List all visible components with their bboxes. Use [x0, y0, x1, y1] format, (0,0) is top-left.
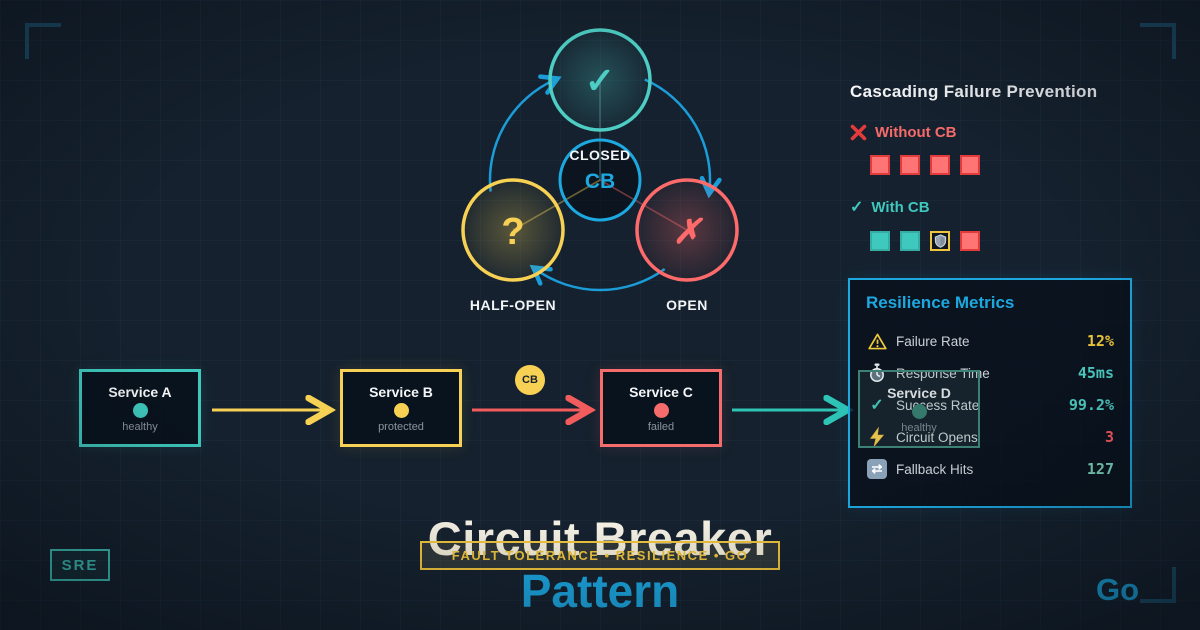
cross-icon [850, 124, 867, 141]
go-logo: Go [1096, 572, 1140, 607]
corner-bracket-top-left [25, 23, 61, 59]
closed-state-label: CLOSED [569, 147, 630, 163]
service-b-box: Service B protected [340, 369, 462, 447]
healthy-service-square [870, 231, 890, 251]
circuit-breaker-state-diagram: ✓ ? ✗ CB CLOSED HALF-OPEN OPEN [461, 28, 739, 313]
main-title-line2: Pattern [520, 565, 680, 617]
title-badge-text: FAULT TOLERANCE • RESILIENCE • GO [451, 548, 749, 563]
metric-value: 3 [1104, 428, 1114, 446]
check-icon: ✓ [850, 199, 864, 216]
metric-value: 45ms [1077, 364, 1114, 382]
open-state-label: OPEN [666, 297, 708, 313]
cb-core-label: CB [585, 170, 615, 193]
title-badge: FAULT TOLERANCE • RESILIENCE • GO [420, 541, 780, 570]
cross-icon: ✗ [673, 213, 704, 251]
without-cb-label: Without CB [875, 124, 957, 141]
service-status: failed [647, 420, 675, 433]
without-cb-row: Without CB [850, 124, 1140, 141]
metric-label: Failure Rate [896, 333, 970, 349]
state-transition-arcs [488, 74, 722, 292]
metric-row: ⇄ Fallback Hits 127 [866, 453, 1114, 485]
service-name: Service C [629, 383, 693, 400]
cb-badge: CB [515, 365, 545, 395]
metric-row: Response Time 45ms [866, 357, 1114, 389]
healthy-service-square [900, 231, 920, 251]
check-icon: ✓ [870, 397, 884, 414]
corner-bracket-bottom-right [1140, 567, 1176, 603]
service-name: Service B [369, 383, 433, 400]
resilience-metrics-panel: Resilience Metrics Failure Rate 12% Resp… [848, 278, 1132, 508]
service-name: Service D [887, 384, 951, 401]
sre-badge: SRE [50, 549, 110, 581]
shield-icon [934, 234, 946, 248]
service-status: healthy [122, 420, 158, 433]
metric-label: Fallback Hits [896, 461, 974, 477]
metric-value: 127 [1086, 460, 1114, 478]
open-state-glow [637, 180, 737, 280]
service-status: healthy [901, 421, 937, 434]
metric-value: 99.2% [1068, 396, 1114, 414]
metric-value: 12% [1086, 332, 1114, 350]
half-open-state-circle [461, 178, 565, 282]
closed-state-circle [548, 28, 652, 132]
service-status: protected [378, 420, 424, 433]
failed-service-square [870, 155, 890, 175]
failed-service-square [900, 155, 920, 175]
half-open-state-glow [463, 180, 563, 280]
status-dot-failed [653, 402, 669, 418]
cb-core-fill [560, 140, 640, 220]
open-state-circle [635, 178, 739, 282]
cascade-title: Cascading Failure Prevention [850, 82, 1098, 101]
closed-state-glow [550, 30, 650, 130]
failed-service-square [930, 155, 950, 175]
service-name: Service A [108, 383, 172, 400]
service-d-box: Service D healthy [858, 370, 980, 448]
metric-row: Failure Rate 12% [866, 325, 1114, 357]
without-cb-squares [870, 155, 1140, 175]
failed-service-square [960, 231, 980, 251]
status-dot-healthy [132, 402, 148, 418]
metrics-title: Resilience Metrics [866, 293, 1015, 312]
check-icon: ✓ [585, 60, 615, 101]
with-cb-row: ✓ With CB [850, 197, 1140, 217]
protected-service-square [930, 231, 950, 251]
half-open-state-label: HALF-OPEN [470, 297, 556, 313]
service-c-box: Service C failed [600, 369, 722, 447]
corner-bracket-top-right [1140, 23, 1176, 59]
metric-label: Circuit Opens [896, 429, 978, 445]
fallback-icon: ⇄ [866, 459, 888, 479]
status-dot-protected [393, 402, 409, 418]
warning-icon [866, 333, 888, 350]
with-cb-squares [870, 231, 1140, 251]
cascade-prevention-section: Cascading Failure Prevention Without CB … [850, 82, 1140, 251]
metric-row: Circuit Opens 3 [866, 421, 1114, 453]
cb-core-circle [558, 138, 642, 222]
failed-service-square [960, 155, 980, 175]
with-cb-label: With CB [871, 198, 930, 216]
question-icon: ? [501, 211, 524, 253]
metric-label: Response Time [896, 365, 990, 381]
status-dot-healthy [911, 403, 927, 419]
service-a-box: Service A healthy [79, 369, 201, 447]
main-title-line1: Circuit Breaker [427, 512, 773, 565]
